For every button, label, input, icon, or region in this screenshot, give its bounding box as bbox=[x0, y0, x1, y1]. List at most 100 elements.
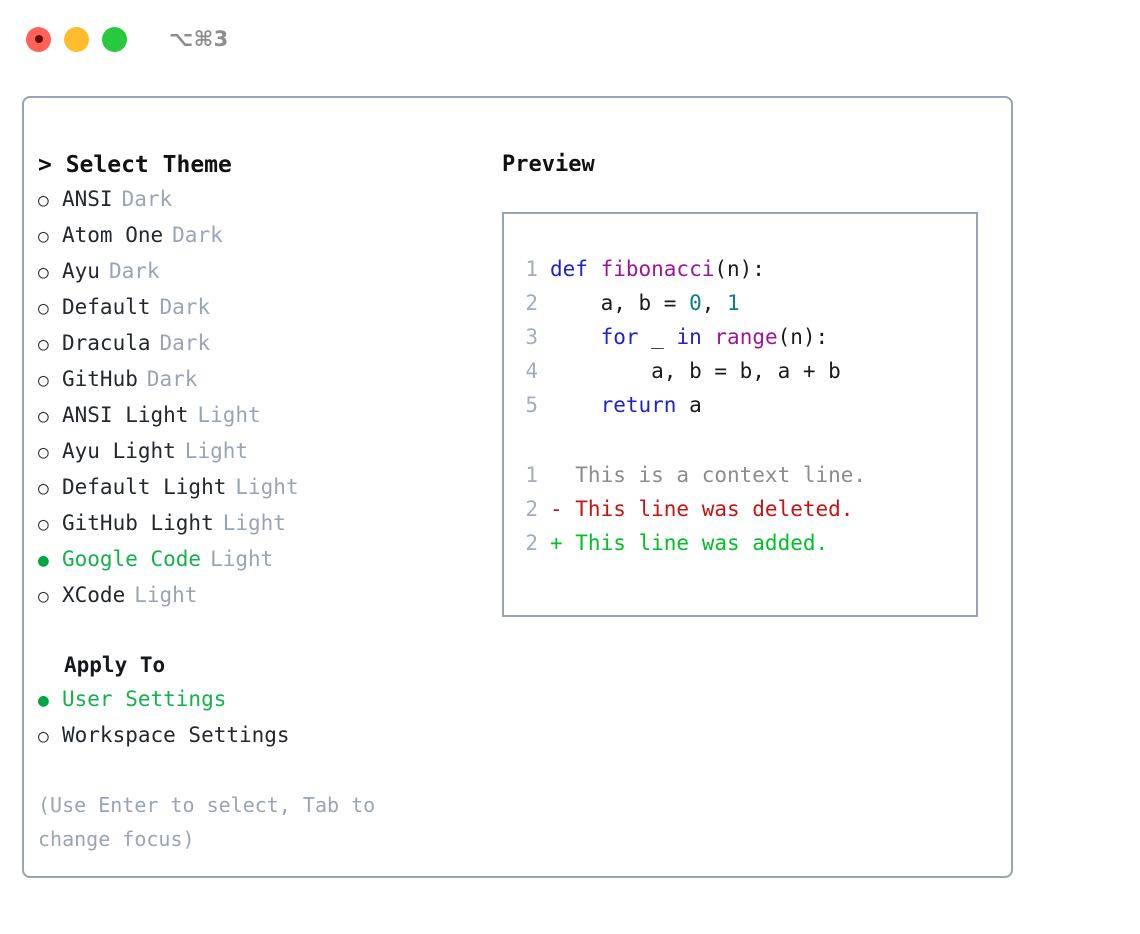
window-controls bbox=[26, 26, 127, 52]
theme-variant-tag: Light bbox=[235, 475, 299, 499]
radio-unselected-icon: ○ bbox=[38, 298, 49, 319]
code-line: 1 def fibonacci(n): bbox=[504, 252, 976, 286]
radio-unselected-icon: ○ bbox=[38, 226, 49, 247]
code-token-fn: range bbox=[714, 325, 778, 349]
code-token-kw: def bbox=[550, 257, 601, 281]
theme-option-label: ANSI Light bbox=[62, 403, 189, 427]
code-line-text: for _ in range(n): bbox=[550, 320, 829, 354]
radio-selected-icon: ● bbox=[38, 550, 49, 571]
apply-to-list[interactable]: ● User Settings ○ Workspace Settings bbox=[38, 682, 478, 754]
radio-selected-icon: ● bbox=[38, 690, 49, 711]
theme-variant-tag: Dark bbox=[108, 259, 160, 283]
diff-line-ctx: 1 This is a context line. bbox=[504, 458, 976, 492]
radio-unselected-icon: ○ bbox=[38, 726, 49, 747]
theme-variant-tag: Light bbox=[134, 583, 198, 607]
apply-to-option-workspace-settings[interactable]: ○ Workspace Settings bbox=[38, 718, 478, 754]
theme-variant-tag: Light bbox=[210, 547, 274, 571]
diff-line-number: 2 bbox=[525, 531, 538, 555]
code-token-kw: return bbox=[600, 393, 677, 417]
code-token-kw: in bbox=[676, 325, 702, 349]
code-token-plain: (n): bbox=[714, 257, 765, 281]
theme-option-label: Google Code bbox=[62, 547, 202, 571]
apply-to-option-user-settings[interactable]: ● User Settings bbox=[38, 682, 478, 718]
theme-option-label: ANSI bbox=[62, 187, 113, 211]
code-line-number: 5 bbox=[525, 393, 538, 417]
theme-option-default-light[interactable]: ○ Default Light Light bbox=[38, 470, 478, 506]
radio-unselected-icon: ○ bbox=[38, 442, 49, 463]
diff-line-text: + This line was added. bbox=[550, 531, 829, 555]
code-diff-gap bbox=[504, 422, 976, 458]
maximize-button[interactable] bbox=[102, 26, 127, 52]
diff-line-text: This is a context line. bbox=[550, 463, 867, 487]
diff-line-number: 1 bbox=[525, 463, 538, 487]
diff-line-add: 2 + This line was added. bbox=[504, 526, 976, 560]
theme-option-label: XCode bbox=[62, 583, 126, 607]
radio-unselected-icon: ○ bbox=[38, 262, 49, 283]
code-line-text: a, b = b, a + b bbox=[550, 354, 841, 388]
theme-option-label: Atom One bbox=[62, 223, 164, 247]
diff-line-del: 2- This line was deleted. bbox=[504, 492, 976, 526]
radio-unselected-icon: ○ bbox=[38, 406, 49, 427]
theme-option-google-code[interactable]: ● Google Code Light bbox=[38, 542, 478, 578]
theme-option-default[interactable]: ○ Default Dark bbox=[38, 290, 478, 326]
theme-variant-tag: Light bbox=[222, 511, 286, 535]
code-line-number: 3 bbox=[525, 325, 538, 349]
theme-option-ansi[interactable]: ○ ANSI Dark bbox=[38, 182, 478, 218]
theme-variant-tag: Dark bbox=[159, 295, 211, 319]
theme-option-label: Default bbox=[62, 295, 151, 319]
code-token-num: 1 bbox=[727, 291, 740, 315]
code-line: 5 return a bbox=[504, 388, 976, 422]
theme-variant-tag: Light bbox=[184, 439, 249, 463]
code-line-text: a, b = 0, 1 bbox=[550, 286, 740, 320]
code-line: 3 for _ in range(n): bbox=[504, 320, 976, 354]
code-token-plain bbox=[702, 325, 715, 349]
code-token-plain: a bbox=[676, 393, 702, 417]
code-token-plain bbox=[550, 325, 601, 349]
radio-unselected-icon: ○ bbox=[38, 514, 49, 535]
keyboard-shortcut-label: ⌥⌘3 bbox=[169, 27, 229, 51]
code-line-number: 1 bbox=[525, 257, 538, 281]
close-button[interactable] bbox=[26, 26, 51, 52]
code-token-plain: (n): bbox=[777, 325, 829, 349]
apply-to-header: Apply To bbox=[64, 653, 166, 677]
preview-title: Preview bbox=[502, 152, 595, 177]
theme-variant-tag: Dark bbox=[121, 187, 173, 211]
code-line: 4 a, b = b, a + b bbox=[504, 354, 976, 388]
keyboard-hint-text: (Use Enter to select, Tab to change focu… bbox=[38, 793, 376, 851]
code-token-kw: for bbox=[600, 325, 639, 349]
theme-option-label: Dracula bbox=[62, 331, 151, 355]
theme-variant-tag: Light bbox=[197, 403, 261, 427]
diff-sample: 1 This is a context line.2- This line wa… bbox=[504, 458, 976, 560]
apply-to-option-label: User Settings bbox=[62, 687, 227, 711]
code-line: 2 a, b = 0, 1 bbox=[504, 286, 976, 320]
code-line-text: return a bbox=[550, 388, 702, 422]
code-token-plain: _ bbox=[638, 325, 677, 349]
code-token-num: 0 bbox=[689, 291, 702, 315]
theme-option-label: Default Light bbox=[62, 475, 227, 499]
radio-unselected-icon: ○ bbox=[38, 370, 49, 391]
radio-unselected-icon: ○ bbox=[38, 478, 49, 499]
code-line-text: def fibonacci(n): bbox=[550, 252, 765, 286]
theme-option-ansi-light[interactable]: ○ ANSI Light Light bbox=[38, 398, 478, 434]
theme-option-ayu-light[interactable]: ○ Ayu Light Light bbox=[38, 434, 478, 470]
theme-variant-tag: Dark bbox=[146, 367, 198, 391]
diff-line-text: - This line was deleted. bbox=[550, 497, 854, 521]
radio-unselected-icon: ○ bbox=[38, 190, 49, 211]
minimize-button[interactable] bbox=[64, 26, 89, 52]
theme-option-label: Ayu Light bbox=[62, 439, 176, 463]
code-token-plain: , bbox=[701, 291, 728, 315]
code-token-plain: a, b = bbox=[550, 291, 690, 315]
apply-to-option-label: Workspace Settings bbox=[62, 723, 290, 747]
select-theme-header: > Select Theme bbox=[38, 152, 232, 178]
